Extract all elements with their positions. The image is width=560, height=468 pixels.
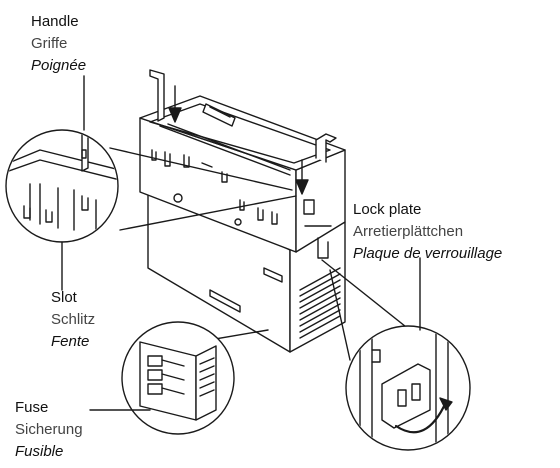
lock-plate-label-de: Arretierplättchen xyxy=(353,223,464,240)
main-unit xyxy=(139,69,346,353)
fuse-label: Fuse Sicherung Fusible xyxy=(15,397,83,463)
lock-plate-detail-callout xyxy=(321,257,471,451)
handle-label-en: Handle xyxy=(31,13,79,30)
slot-label-fr: Fente xyxy=(51,333,90,350)
fuse-label-en: Fuse xyxy=(15,399,49,416)
lock-plate-label-en: Lock plate xyxy=(353,201,422,218)
lock-plate-label-fr: Plaque de verrouillage xyxy=(353,245,503,262)
fuse-label-fr: Fusible xyxy=(15,443,64,460)
slot-label-en: Slot xyxy=(51,289,77,306)
slot-label: Slot Schlitz Fente xyxy=(51,287,95,353)
fuse-label-de: Sicherung xyxy=(15,421,83,438)
fuse-detail-callout xyxy=(89,321,269,435)
handle-label: Handle Griffe Poignée xyxy=(31,11,86,77)
handle-label-de: Griffe xyxy=(31,35,68,52)
slot-detail-callout xyxy=(5,75,297,291)
lock-plate-label: Lock plate Arretierplättchen Plaque de v… xyxy=(353,199,502,265)
slot-label-de: Schlitz xyxy=(51,311,96,328)
handle-label-fr: Poignée xyxy=(31,57,87,74)
